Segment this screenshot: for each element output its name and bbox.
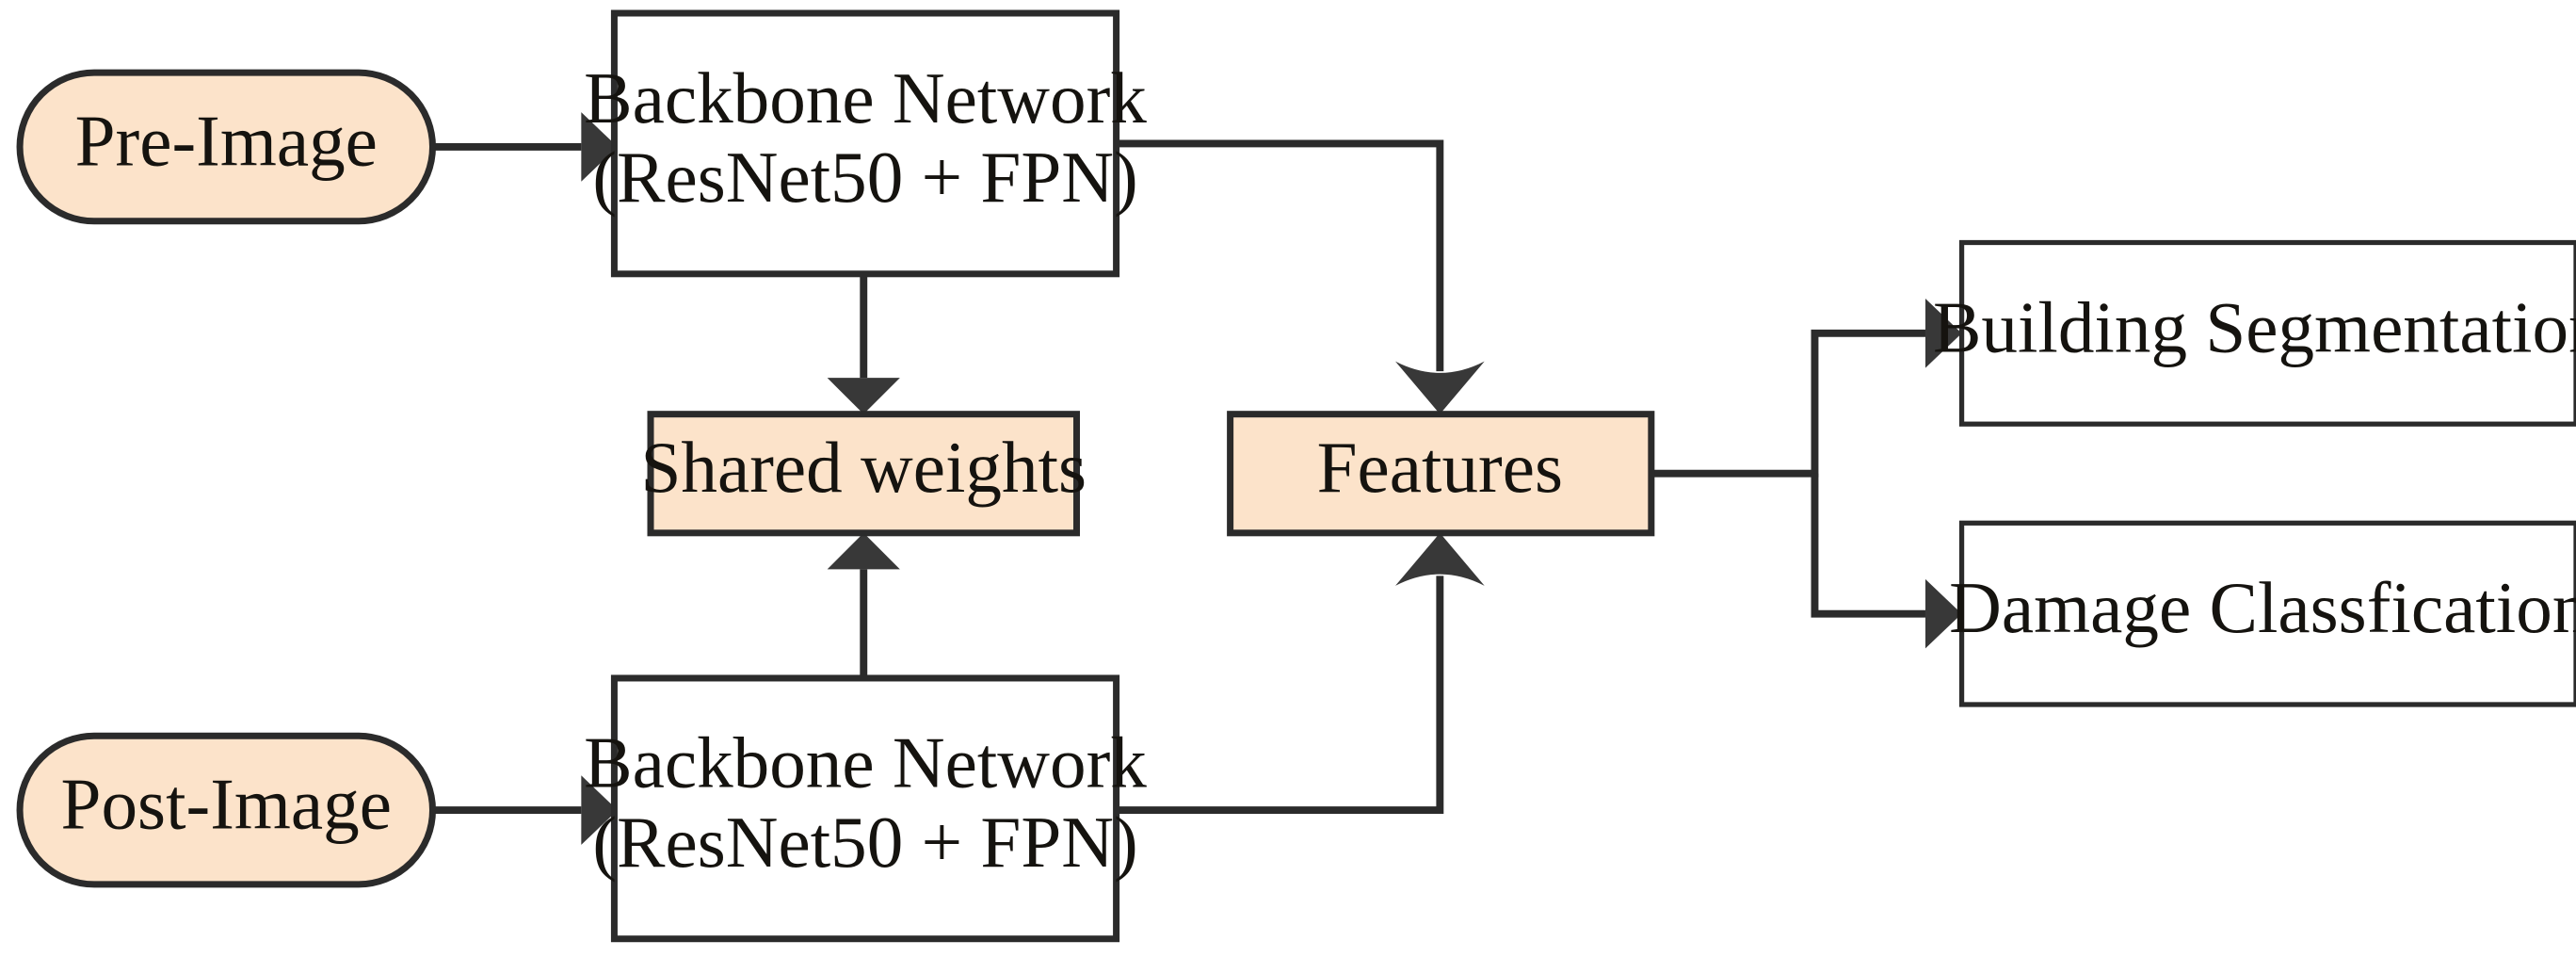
backbone-bottom-shape[interactable]: [610, 674, 1120, 943]
node-backbone-network-bottom[interactable]: Backbone Network (ResNet50 + FPN): [584, 674, 1147, 943]
edge-pre-image-to-backbone-top: [432, 112, 618, 182]
backbone-top-label-line1: Backbone Network: [584, 57, 1147, 138]
edge-features-to-damage-classification: [1811, 473, 1962, 649]
edge-backbone-bottom-to-shared-weights: [827, 532, 900, 678]
edge-line: [1116, 139, 1444, 372]
damage-classification-shape[interactable]: [1958, 520, 2576, 707]
features-label: Features: [1317, 427, 1563, 508]
features-shape[interactable]: [1227, 411, 1655, 537]
edge-features-to-building-segmentation: [1650, 299, 1962, 478]
edge-backbone-top-to-shared-weights: [827, 273, 900, 414]
node-features[interactable]: Features: [1227, 411, 1655, 537]
post-image-shape[interactable]: [16, 732, 437, 888]
node-damage-classification[interactable]: Damage Classfication: [1949, 520, 2576, 707]
arrowhead-barbed: [1395, 361, 1485, 414]
pre-image-label: Pre-Image: [75, 100, 378, 181]
arrowhead-solid-triangle: [1924, 299, 1962, 368]
shared-weights-shape[interactable]: [647, 411, 1081, 537]
backbone-bottom-label-line2: (ResNet50 + FPN): [592, 802, 1137, 883]
arrowhead-solid-triangle: [827, 378, 900, 414]
arrowhead-solid-triangle: [827, 532, 900, 570]
backbone-top-label-line2: (ResNet50 + FPN): [592, 137, 1137, 218]
edge-post-image-to-backbone-bottom: [432, 775, 618, 845]
edge-backbone-bottom-to-features: [1116, 532, 1485, 815]
arrowhead-solid-triangle: [581, 112, 618, 182]
edge-line: [1116, 576, 1444, 815]
post-image-label: Post-Image: [61, 764, 392, 845]
node-pre-image[interactable]: Pre-Image: [16, 69, 437, 225]
backbone-bottom-label-line1: Backbone Network: [584, 722, 1147, 803]
node-backbone-network-top[interactable]: Backbone Network (ResNet50 + FPN): [584, 9, 1147, 278]
backbone-top-shape[interactable]: [610, 9, 1120, 278]
arrowhead-solid-triangle: [581, 775, 618, 845]
node-shared-weights[interactable]: Shared weights: [640, 411, 1087, 537]
pre-image-shape[interactable]: [16, 69, 437, 225]
building-segmentation-label: Building Segmentation: [1933, 286, 2576, 367]
node-post-image[interactable]: Post-Image: [16, 732, 437, 888]
building-segmentation-shape[interactable]: [1958, 239, 2576, 427]
arrowhead-solid-triangle: [1924, 578, 1962, 649]
shared-weights-label: Shared weights: [640, 427, 1087, 508]
node-building-segmentation[interactable]: Building Segmentation: [1933, 239, 2576, 427]
edge-backbone-top-to-features: [1116, 139, 1485, 414]
edge-line: [1650, 329, 1925, 478]
arrowhead-barbed: [1395, 532, 1485, 586]
damage-classification-label: Damage Classfication: [1949, 567, 2576, 648]
edge-line: [1811, 473, 1925, 618]
